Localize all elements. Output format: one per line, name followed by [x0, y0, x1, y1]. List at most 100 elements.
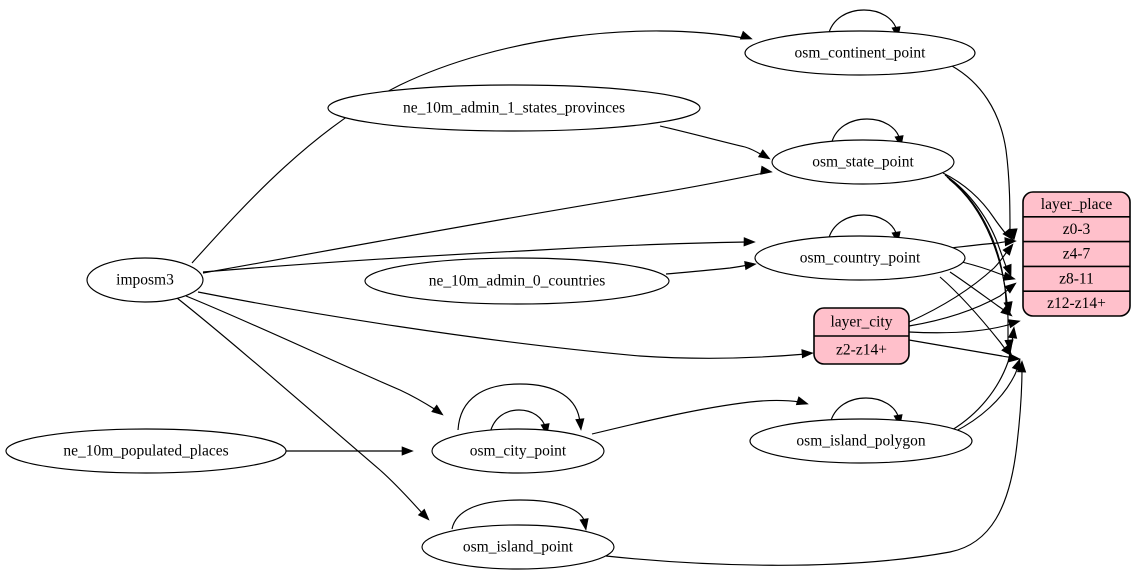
- arrow-head-icon: [1002, 271, 1016, 281]
- edge-line: [176, 297, 424, 515]
- edge: [659, 125, 771, 160]
- arrow-head-icon: [757, 149, 771, 160]
- edges-layer: [176, 9, 1027, 566]
- edge-line: [451, 499, 586, 530]
- arrow-head-icon: [1008, 326, 1018, 339]
- edge-line: [489, 409, 547, 434]
- node-shape-ellipse: [86, 257, 204, 303]
- arrow-head-icon: [739, 30, 753, 40]
- edge: [202, 237, 756, 273]
- record-outline: [1022, 191, 1131, 317]
- edge-line: [605, 367, 1023, 566]
- edge: [605, 360, 1027, 566]
- edge-line: [197, 291, 807, 359]
- edge-line: [908, 249, 1009, 323]
- edge: [951, 326, 1018, 431]
- node-osm_state_point[interactable]: osm_state_point: [771, 139, 955, 185]
- edge-line: [202, 241, 748, 273]
- edge: [908, 243, 1014, 323]
- edge-line: [827, 214, 898, 242]
- node-shape-ellipse: [327, 84, 701, 132]
- edge: [949, 237, 1017, 249]
- arrow-head-icon: [743, 237, 756, 247]
- edge: [961, 261, 1016, 281]
- arrow-head-icon: [1016, 360, 1027, 373]
- node-shape-ellipse: [744, 30, 976, 76]
- edge-line: [829, 397, 900, 425]
- node-shape-ellipse: [364, 257, 670, 305]
- edge-line: [191, 30, 745, 264]
- edge: [185, 295, 444, 416]
- node-shape-ellipse: [771, 139, 955, 185]
- edge: [944, 174, 1012, 277]
- edge-line: [659, 125, 763, 156]
- edge: [176, 297, 430, 521]
- edge-line: [665, 264, 749, 275]
- edge-line: [908, 322, 1015, 334]
- arrow-head-icon: [1002, 243, 1014, 256]
- edge-line: [944, 174, 1008, 270]
- edge: [191, 30, 753, 264]
- self-loop-edge: [457, 383, 585, 431]
- arrow-head-icon: [579, 518, 589, 531]
- edge-line: [951, 65, 1011, 233]
- arrow-head-icon: [1002, 228, 1014, 241]
- node-osm_island_point[interactable]: osm_island_point: [421, 524, 615, 570]
- arrow-head-icon: [401, 446, 414, 456]
- arrow-head-icon: [417, 508, 430, 521]
- arrow-head-icon: [760, 165, 773, 175]
- node-osm_continent_point[interactable]: osm_continent_point: [744, 30, 976, 76]
- edge-line: [827, 9, 898, 37]
- node-osm_city_point[interactable]: osm_city_point: [431, 428, 605, 474]
- nodes-layer: imposm3 ne_10m_admin_1_states_provincesne…: [5, 30, 976, 570]
- edge-line: [830, 118, 901, 146]
- edge-line: [908, 339, 1014, 359]
- arrow-head-icon: [801, 349, 814, 359]
- arrow-head-icon: [1000, 305, 1013, 317]
- edge: [591, 396, 809, 435]
- node-shape-ellipse: [749, 418, 973, 464]
- arrow-head-icon: [1004, 282, 1017, 294]
- arrow-head-icon: [575, 418, 585, 431]
- edge: [285, 446, 414, 456]
- edge-line: [202, 172, 765, 274]
- node-imposm3[interactable]: imposm3: [86, 257, 204, 303]
- edge: [665, 260, 757, 275]
- edge: [908, 282, 1017, 327]
- arrow-head-icon: [431, 404, 444, 416]
- node-shape-ellipse: [431, 428, 605, 474]
- edge: [949, 271, 1013, 317]
- edge: [939, 276, 1013, 357]
- edge-line: [951, 333, 1014, 431]
- node-ne_10m_admin_1_states_provinces[interactable]: ne_10m_admin_1_states_provinces: [327, 84, 701, 132]
- edge-line: [949, 240, 1010, 249]
- arrow-head-icon: [1007, 319, 1021, 329]
- edge: [942, 172, 1014, 241]
- edge: [202, 165, 773, 274]
- arrow-head-icon: [1004, 237, 1017, 247]
- node-shape-ellipse: [421, 524, 615, 570]
- edge-line: [185, 295, 437, 411]
- node-ne_10m_populated_places[interactable]: ne_10m_populated_places: [5, 428, 287, 474]
- node-osm_country_point[interactable]: osm_country_point: [754, 235, 966, 281]
- node-shape-ellipse: [754, 235, 966, 281]
- arrow-head-icon: [744, 260, 757, 271]
- edge-line: [949, 271, 1007, 313]
- node-ne_10m_admin_0_countries[interactable]: ne_10m_admin_0_countries: [364, 257, 670, 305]
- edge: [197, 291, 814, 359]
- edge-line: [942, 172, 1007, 235]
- edge-line: [953, 365, 1019, 433]
- edge: [951, 65, 1018, 241]
- node-osm_island_polygon[interactable]: osm_island_polygon: [749, 418, 973, 464]
- edge-line: [457, 383, 581, 431]
- edge-line: [948, 178, 1009, 344]
- arrow-head-icon: [1002, 263, 1012, 277]
- self-loop-edge: [451, 499, 589, 531]
- edge-line: [591, 399, 801, 435]
- node-shape-ellipse: [5, 428, 287, 474]
- edge-line: [908, 286, 1012, 327]
